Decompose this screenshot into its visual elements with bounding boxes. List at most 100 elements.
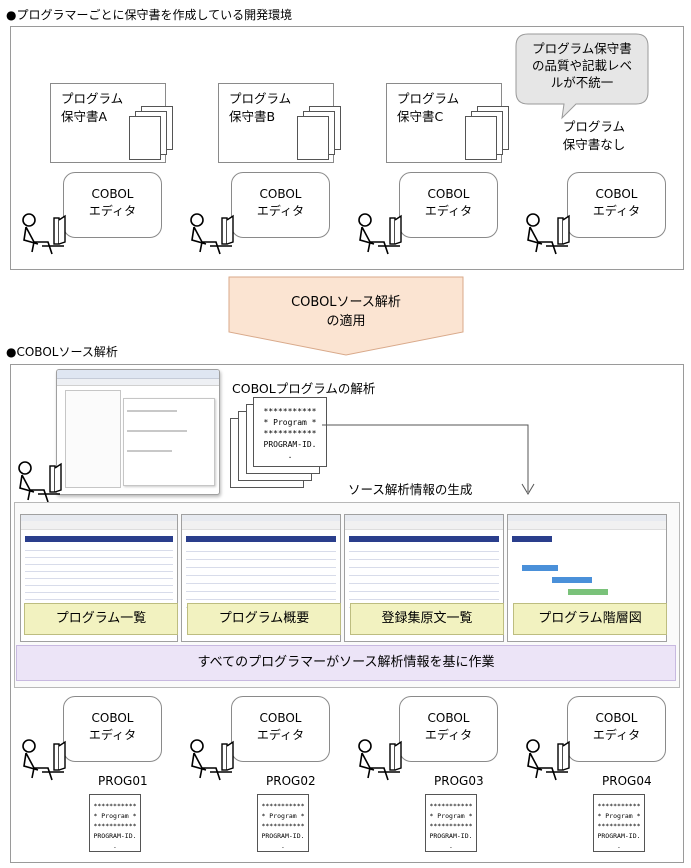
program-label: PROG02 [266,774,316,788]
analysis-title: COBOLプログラムの解析 [232,381,376,396]
listing-dot: . [449,842,453,850]
listing-stars: *********** [429,802,473,810]
no-maintenance-doc: プログラム 保守書なし [548,118,640,154]
listing-stars: *********** [597,822,641,830]
no-doc-line2: 保守書なし [562,137,626,152]
program-label: PROG03 [434,774,484,788]
listing-id: PROGRAM-ID. [429,832,473,840]
editor-line2: エディタ [592,728,641,742]
listing-dot: . [113,842,117,850]
cobol-editor: COBOL エディタ [399,172,498,238]
generation-arrow [322,424,535,495]
listing-stars: *********** [261,822,305,830]
no-doc-line1: プログラム [562,119,626,134]
editor-line1: COBOL [427,711,470,725]
editor-line1: COBOL [259,711,302,725]
callout-line3: ルが不統一 [550,75,614,90]
doc-c-line2: 保守書C [397,109,444,124]
cobol-editor: COBOL エディタ [567,172,666,238]
callout-text: プログラム保守書 の品質や記載レベ ルが不統一 [516,40,648,91]
cobol-editor: COBOL エディタ [231,172,330,238]
cobol-editor: COBOL エディタ [63,172,162,238]
listing-stars: *********** [93,802,137,810]
listing-program: * Program * [597,812,641,820]
program-label: PROG01 [98,774,148,788]
listing-dot: . [287,451,293,460]
info-program-hierarchy: プログラム階層図 [513,603,667,635]
transition-line2: の適用 [326,314,366,329]
listing-id: PROGRAM-ID. [261,832,305,840]
listing-stars: *********** [429,822,473,830]
generation-label: ソース解析情報の生成 [348,482,473,497]
editor-line1: COBOL [595,187,638,201]
listing-id: PROGRAM-ID. [93,832,137,840]
editor-line2: エディタ [424,728,473,742]
listing-dot: . [281,842,285,850]
listing-program: * Program * [429,812,473,820]
listing-stars: *********** [93,822,137,830]
editor-line1: COBOL [259,187,302,201]
info-program-overview: プログラム概要 [187,603,341,635]
listing-id: PROGRAM-ID. [597,832,641,840]
all-programmers-banner: すべてのプログラマーがソース解析情報を基に作業 [16,645,676,681]
programmer-icon [526,739,570,781]
listing-stars: *********** [597,802,641,810]
maintenance-doc-b: プログラム 保守書B [218,83,341,163]
cobol-editor: COBOL エディタ [63,696,162,762]
source-listing: *********** * Program * *********** PROG… [253,397,327,467]
doc-stack-icon [297,116,329,160]
editor-line1: COBOL [91,187,134,201]
doc-stack-icon [129,116,161,160]
callout-line2: の品質や記載レベ [531,58,632,73]
doc-b-line1: プログラム [229,91,292,106]
cobol-editor: COBOL エディタ [399,696,498,762]
listing-dot: . [617,842,621,850]
listing-program: * Program * [93,812,137,820]
editor-line2: エディタ [424,204,473,218]
editor-line1: COBOL [427,187,470,201]
editor-line2: エディタ [88,204,137,218]
listing-stars: *********** [261,802,305,810]
cobol-editor: COBOL エディタ [231,696,330,762]
info-program-list: プログラム一覧 [24,603,178,635]
editor-line1: COBOL [91,711,134,725]
programmer-icon [22,739,66,781]
listing-program: * Program * [263,418,317,427]
maintenance-doc-c: プログラム 保守書C [386,83,509,163]
doc-a-line2: 保守書A [61,109,108,124]
program-source-listing: *********** * Program * *********** PROG… [89,794,141,852]
transition-line1: COBOLソース解析 [291,295,401,310]
editor-line2: エディタ [256,204,305,218]
programmer-icon [358,213,402,255]
program-source-listing: *********** * Program * *********** PROG… [593,794,645,852]
section1-heading: ●プログラマーごとに保守書を作成している開発環境 [6,8,293,22]
info-copybook-list: 登録集原文一覧 [350,603,504,635]
doc-stack-icon [465,116,497,160]
program-source-listing: *********** * Program * *********** PROG… [425,794,477,852]
transition-label: COBOLソース解析 の適用 [228,293,464,331]
editor-line1: COBOL [595,711,638,725]
doc-a-line1: プログラム [61,91,124,106]
programmer-icon [22,213,66,255]
transition-arrow [228,276,464,356]
programmer-icon [190,739,234,781]
listing-stars: *********** [263,407,317,416]
section2-heading: ●COBOLソース解析 [6,345,118,359]
doc-b-line2: 保守書B [229,109,276,124]
callout-line1: プログラム保守書 [532,41,632,56]
analysis-tool-window [56,369,220,495]
editor-line2: エディタ [88,728,137,742]
programmer-icon [526,213,570,255]
program-source-listing: *********** * Program * *********** PROG… [257,794,309,852]
editor-line2: エディタ [256,728,305,742]
programmer-icon [190,213,234,255]
maintenance-doc-a: プログラム 保守書A [50,83,173,163]
program-label: PROG04 [602,774,652,788]
listing-stars: *********** [263,429,317,438]
editor-line2: エディタ [592,204,641,218]
callout-bubble [515,33,649,120]
listing-id: PROGRAM-ID. [263,440,317,449]
cobol-editor: COBOL エディタ [567,696,666,762]
programmer-icon [358,739,402,781]
doc-c-line1: プログラム [397,91,460,106]
